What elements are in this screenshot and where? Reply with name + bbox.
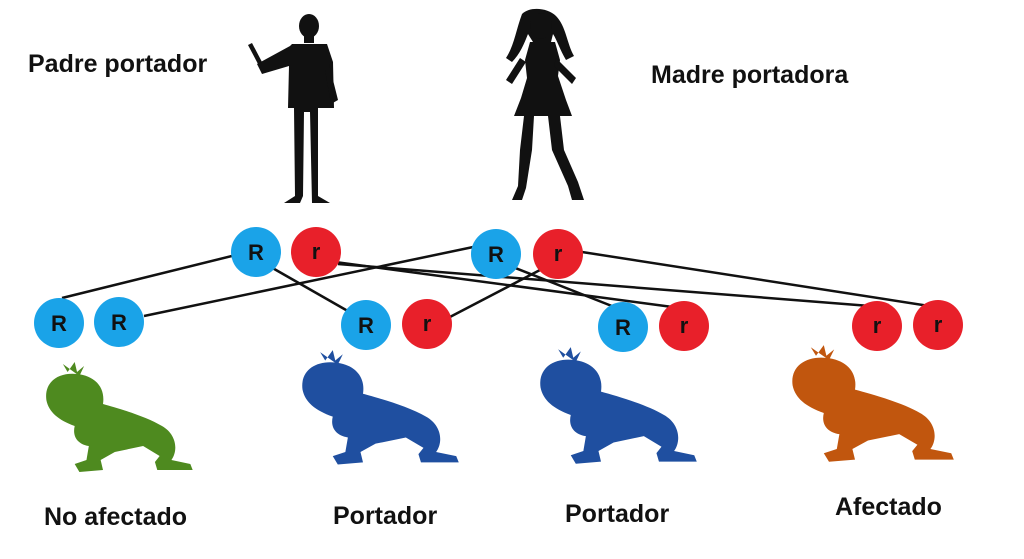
mother-alleles: R r xyxy=(471,229,583,279)
mother-allele-recessive: r xyxy=(533,229,583,279)
father-alleles: R r xyxy=(231,227,341,277)
father-allele-recessive: r xyxy=(291,227,341,277)
allele-label: r xyxy=(680,313,689,338)
line-father-R-child1-R xyxy=(61,250,249,300)
line-mother-r-child4-r xyxy=(581,250,943,310)
crawling-baby-icon xyxy=(46,362,193,472)
child1-alleles: R R xyxy=(34,297,144,348)
father-label: Padre portador xyxy=(28,50,208,78)
allele-label: R xyxy=(615,315,631,340)
crawling-baby-icon xyxy=(302,350,459,465)
allele-label: R xyxy=(358,313,374,338)
child-label-affected: Afectado xyxy=(835,493,942,521)
child3-alleles: R r xyxy=(598,301,709,352)
allele-label: R xyxy=(248,240,264,265)
crawling-baby-icon xyxy=(540,347,697,464)
allele-label: R xyxy=(51,311,67,336)
child-label-unaffected: No afectado xyxy=(44,503,188,531)
mother-label: Madre portadora xyxy=(651,61,849,89)
allele-label: R xyxy=(111,310,127,335)
woman-silhouette-icon xyxy=(506,8,584,200)
line-mother-R-child3-R xyxy=(499,260,623,312)
line-father-r-child3-r xyxy=(334,260,681,310)
mother-allele-dominant: R xyxy=(471,229,521,279)
father-allele-dominant: R xyxy=(231,227,281,277)
line-mother-R-child1-R xyxy=(143,244,479,318)
child-label-carrier: Portador xyxy=(333,502,438,530)
allele-label: r xyxy=(873,313,882,338)
man-silhouette-icon xyxy=(248,14,338,203)
child4-alleles: r r xyxy=(852,300,963,351)
allele-label: r xyxy=(934,312,943,337)
child-label-carrier: Portador xyxy=(565,500,670,528)
allele-label: r xyxy=(554,241,563,266)
line-father-r-child4-r xyxy=(337,262,871,308)
allele-label: r xyxy=(312,239,321,264)
line-mother-r-child2-r xyxy=(447,268,541,320)
allele-label: R xyxy=(488,242,504,267)
child2-alleles: R r xyxy=(341,299,452,350)
allele-label: r xyxy=(423,311,432,336)
crawling-baby-icon xyxy=(792,345,954,462)
